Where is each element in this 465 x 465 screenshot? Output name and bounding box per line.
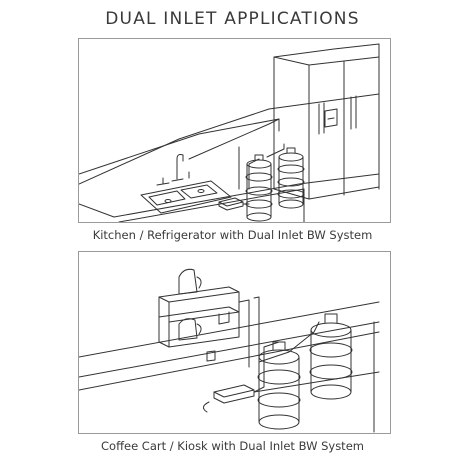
faucet xyxy=(157,155,189,186)
water-bottle-right xyxy=(310,314,352,399)
coffee-maker xyxy=(159,269,239,347)
sink xyxy=(141,181,231,213)
coffee-cart-caption: Coffee Cart / Kiosk with Dual Inlet BW S… xyxy=(101,439,364,453)
page-title: DUAL INLET APPLICATIONS xyxy=(105,9,360,29)
refrigerator xyxy=(274,44,379,199)
coffee-cart-illustration-panel xyxy=(78,251,391,434)
dual-inlet-unit-cart xyxy=(203,385,254,412)
kitchen-illustration-panel xyxy=(78,38,391,223)
electrical-outlet xyxy=(207,351,215,361)
water-bottle-left xyxy=(246,155,272,221)
coffee-cart-illustration xyxy=(79,252,390,433)
kitchen-caption: Kitchen / Refrigerator with Dual Inlet B… xyxy=(92,228,373,242)
kitchen-illustration xyxy=(79,39,390,222)
water-bottle-left xyxy=(258,342,300,429)
water-bottle-right xyxy=(278,148,304,208)
